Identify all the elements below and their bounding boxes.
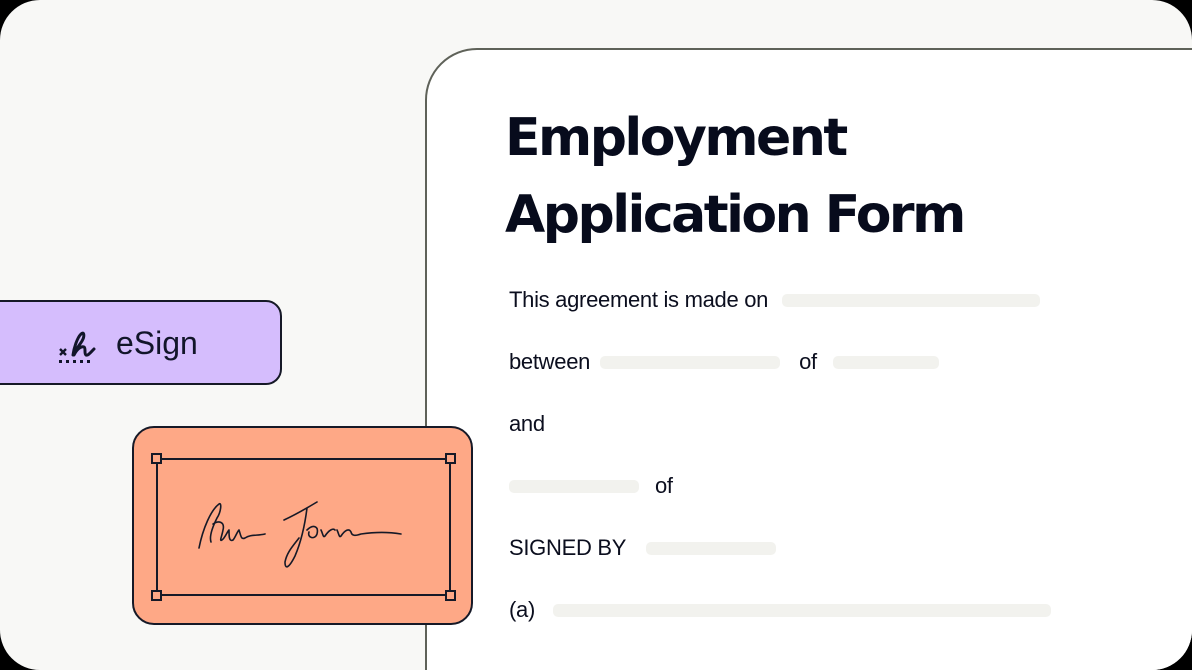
resize-handle-top-left[interactable] <box>151 453 162 464</box>
handwritten-signature <box>198 501 402 568</box>
document-title: Employment Application Form <box>505 100 966 254</box>
line-label: This agreement is made on <box>509 287 769 312</box>
between-line: between of <box>509 347 939 377</box>
and-line: and <box>509 409 545 439</box>
signature-selection-frame <box>156 458 451 596</box>
signature-a-line: (a) <box>509 595 1051 625</box>
of-label: of <box>799 349 817 374</box>
esign-button[interactable]: eSign <box>0 300 282 385</box>
signature-card[interactable] <box>132 426 473 625</box>
title-line-2: Application Form <box>505 185 966 245</box>
party-one-field[interactable] <box>600 355 781 369</box>
resize-handle-bottom-right[interactable] <box>445 590 456 601</box>
signature-icon <box>59 331 96 363</box>
resize-handle-top-right[interactable] <box>445 453 456 464</box>
party-one-location-field[interactable] <box>832 355 939 369</box>
line-label: between <box>509 349 591 374</box>
esign-label: eSign <box>116 325 198 361</box>
party-two-line: of <box>509 471 673 501</box>
resize-handle-bottom-left[interactable] <box>151 590 162 601</box>
line-label: (a) <box>509 597 535 622</box>
agreement-date-line: This agreement is made on <box>509 285 1041 315</box>
of-label: of <box>655 473 673 498</box>
signed-by-field[interactable] <box>646 541 777 555</box>
document-card: Employment Application Form This agreeme… <box>425 48 1192 670</box>
title-line-1: Employment <box>505 108 848 168</box>
signature-a-field[interactable] <box>553 603 1051 617</box>
date-field[interactable] <box>782 293 1041 307</box>
line-label: SIGNED BY <box>509 535 627 560</box>
signed-by-line: SIGNED BY <box>509 533 777 563</box>
party-two-field[interactable] <box>509 479 639 493</box>
line-label: and <box>509 411 545 436</box>
